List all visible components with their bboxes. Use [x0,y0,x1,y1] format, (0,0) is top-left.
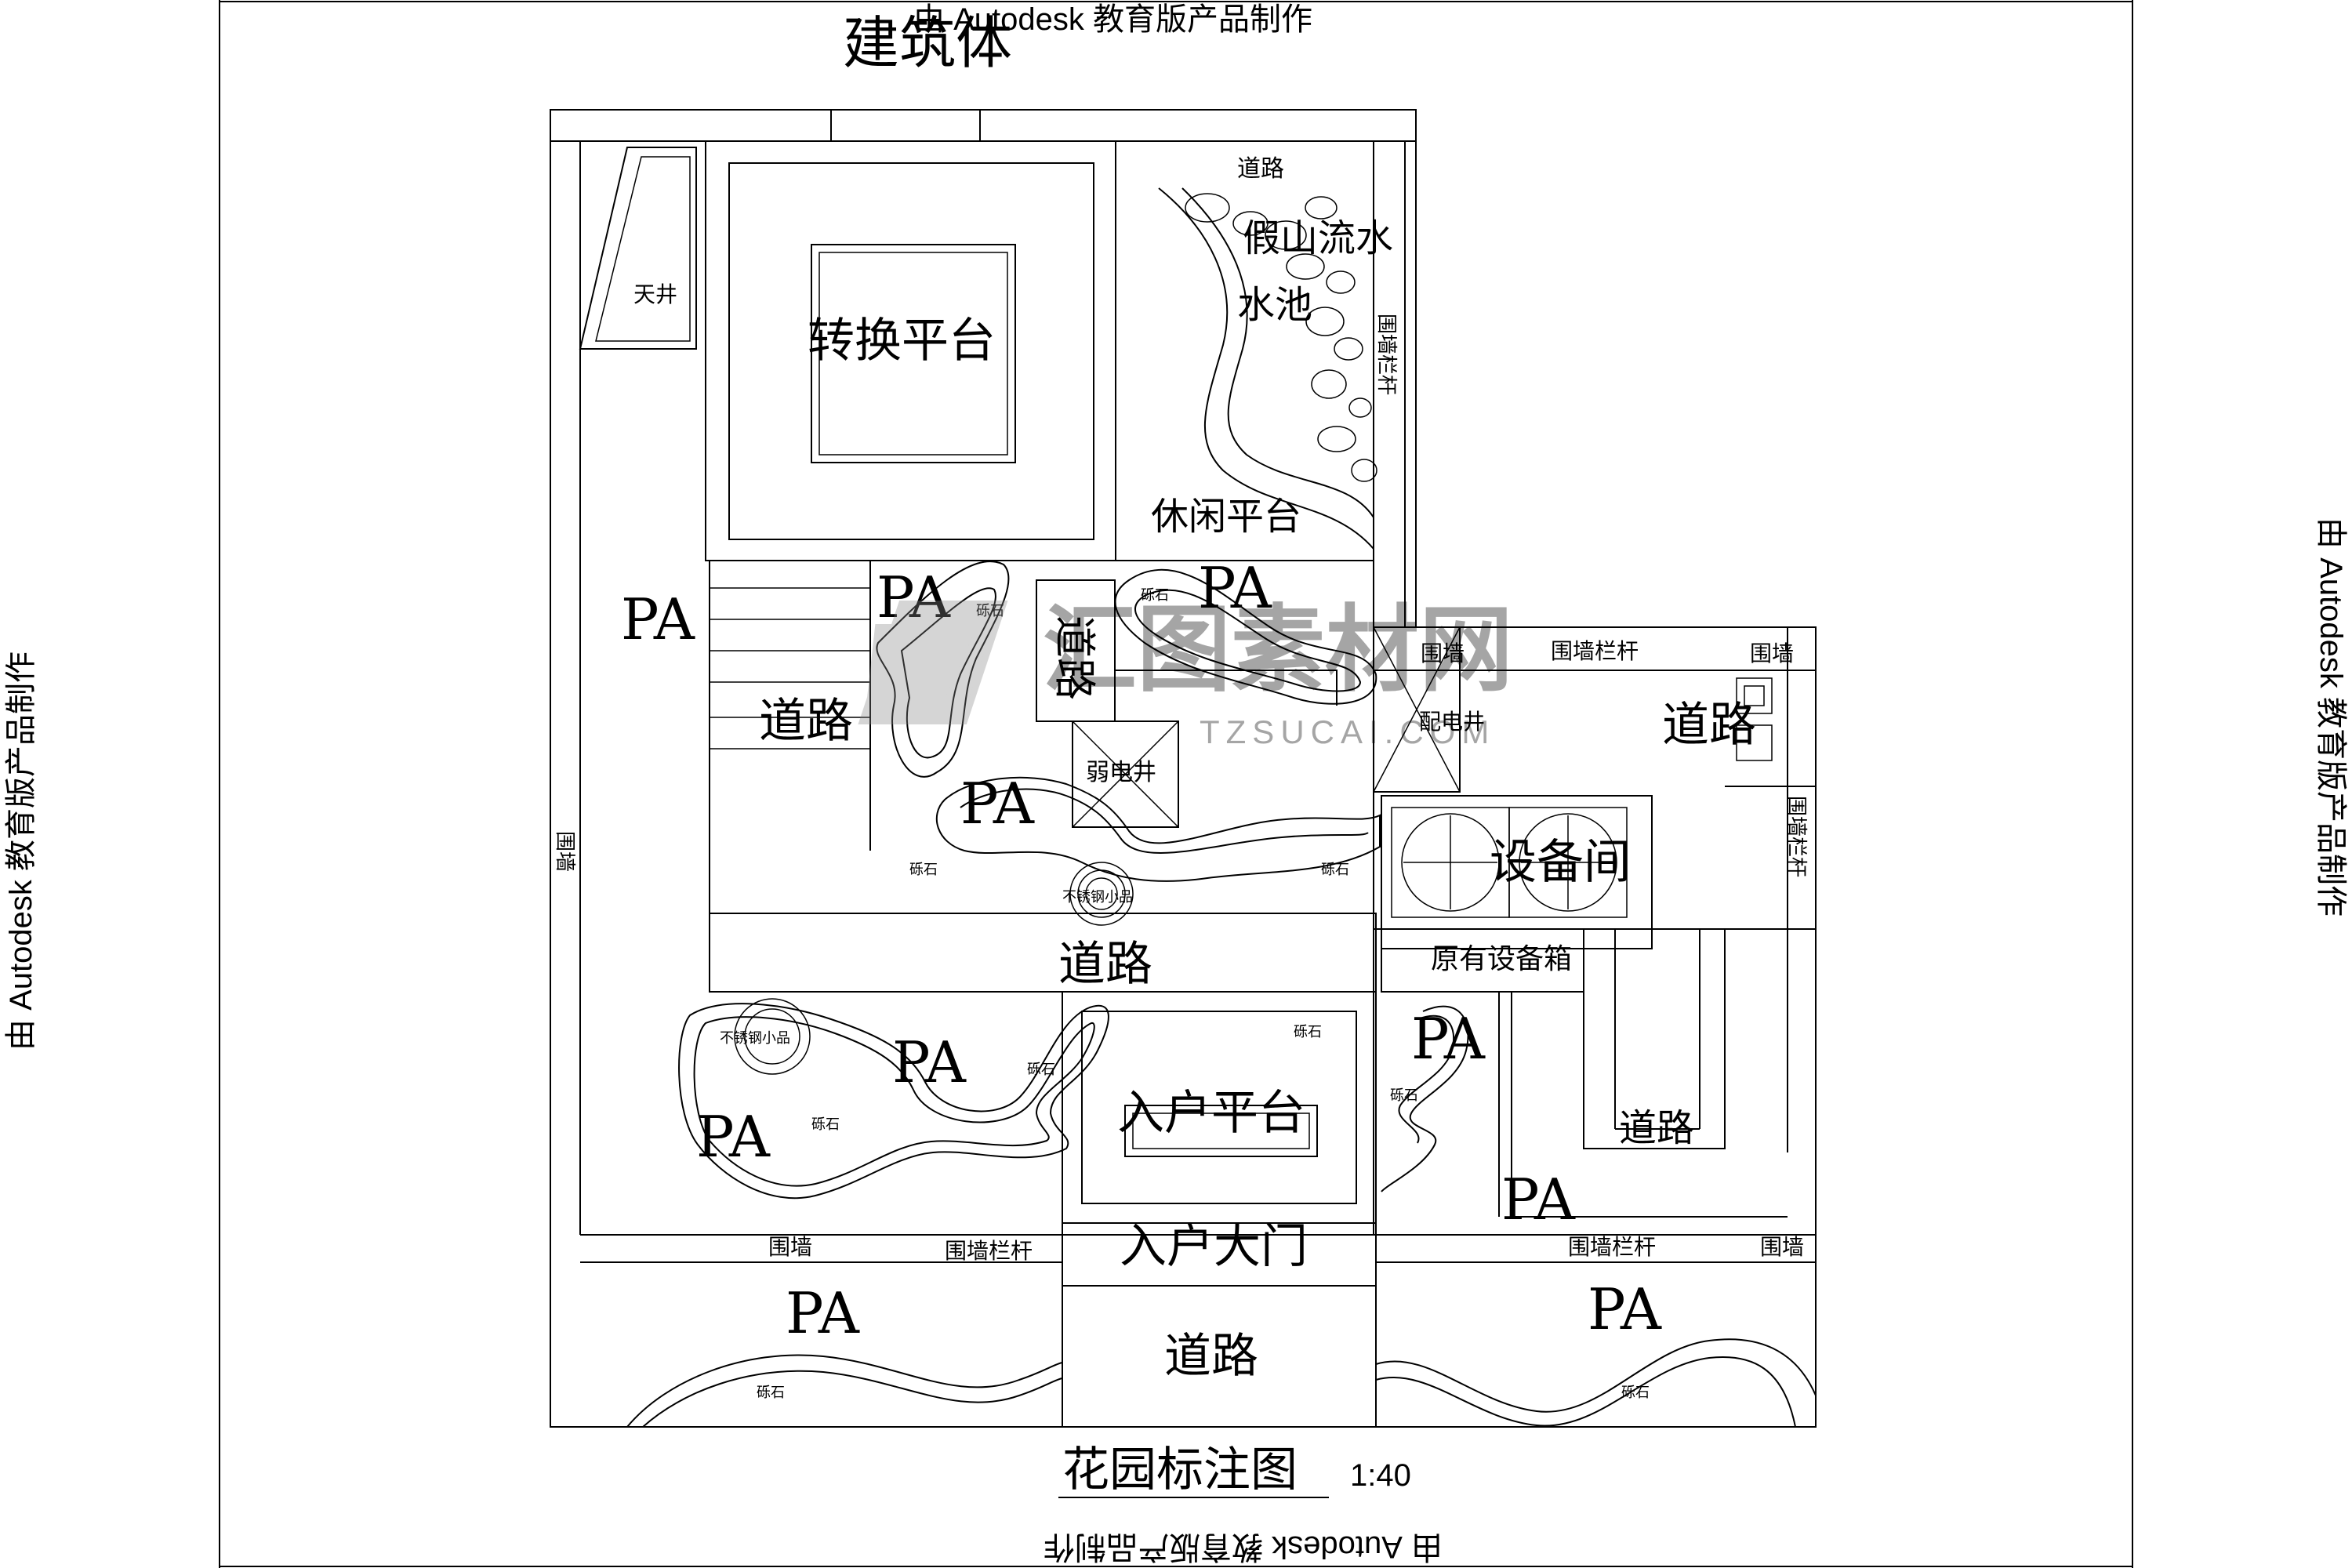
sheet-frame [219,0,2133,1568]
road-right-label: 道路 [1662,698,1756,753]
gravel-label: 砾石 [976,603,1004,619]
pa-center-label: PA [960,771,1035,837]
wall-left-label: 围墙 [553,831,576,872]
fence-rail-right-top-label: 围墙栏杆 [1551,638,1639,664]
pa-center-top-label: PA [877,564,951,630]
fence-rail-bottom-left-label: 围墙栏杆 [945,1238,1033,1264]
right-upper-zone [1373,626,1816,1235]
drawing-title-text: 花园标注图 [1062,1443,1298,1497]
watermark-left: 由 Autodesk 教育版产品制作 [4,652,38,1051]
wall-right-top-2-label: 围墙 [1750,641,1794,666]
bottom-planters [626,1338,1817,1428]
middle-road [709,913,1816,993]
wall-bottom-left-label: 围墙 [768,1234,812,1260]
entry-platform-label: 入户平台 [1117,1086,1305,1141]
rock-cluster [1185,193,1377,482]
watermark-top: 由 Autodesk 教育版产品制作 [913,2,1312,37]
pa-bottom-right-label: PA [1588,1276,1662,1342]
rockery-area [1115,141,1377,561]
site-logo-watermark: 汇图素材网 TZSUCAI.COM [858,597,1513,750]
central-planters [876,561,1381,926]
gravel-label: 砾石 [757,1385,785,1401]
road-top-label: 道路 [1237,155,1284,183]
pa-lower-2-label: PA [696,1104,771,1170]
skylight-label: 天井 [633,281,677,307]
road-lower-right-label: 道路 [1619,1106,1694,1150]
fence-rail-vertical-label: 围墙栏杆 [1374,314,1398,395]
road-bottom-label: 道路 [1164,1329,1258,1384]
watermark-bottom: 由 Autodesk 教育版产品制作 [1044,1530,1443,1564]
bottom-walls [580,1223,1816,1427]
gravel-label: 砾石 [909,862,938,878]
equipment-room-label: 设备间 [1490,835,1631,890]
center-road [1036,579,1338,828]
fence-rail-right-vertical-label: 围墙栏杆 [1784,796,1808,877]
steel-sculpture-label: 不锈钢小品 [1062,889,1133,906]
gravel-label: 砾石 [1294,1024,1322,1040]
gravel-label: 砾石 [1390,1087,1418,1104]
existing-box-label: 原有设备箱 [1431,943,1572,975]
building-label: 建筑体 [843,10,1012,76]
site-url-text: TZSUCAI.COM [1200,713,1495,750]
transfer-platform-label: 转换平台 [808,314,996,368]
wall-bottom-right-label: 围墙 [1760,1234,1804,1260]
site-logo-text: 汇图素材网 [1043,597,1513,702]
gravel-label: 砾石 [811,1116,840,1133]
pa-lower-right-2-label: PA [1501,1167,1576,1232]
lower-right-zone [1381,929,1788,1218]
skylight [579,147,697,350]
road-center-vertical-label: 道路 [1050,615,1099,700]
pond-label: 水池 [1237,283,1312,327]
wall-right-top-label: 围墙 [1421,641,1465,666]
gravel-label: 砾石 [1621,1385,1650,1401]
gravel-label: 砾石 [1027,1062,1055,1078]
pa-lower-right-label: PA [1411,1006,1486,1072]
gravel-label: 砾石 [1321,862,1349,878]
entry-gate-label: 入户大门 [1120,1219,1308,1274]
watermark-right: 由 Autodesk 教育版产品制作 [2314,517,2348,916]
road-left-label: 道路 [759,694,853,749]
drawing-scale: 1:40 [1350,1458,1411,1493]
leisure-platform-label: 休闲平台 [1151,495,1301,539]
gravel-label: 砾石 [1141,587,1169,604]
pa-left-label: PA [621,586,695,652]
pa-lower-1-label: PA [892,1029,967,1095]
steel-sculpture-label: 不锈钢小品 [720,1030,790,1047]
power-shaft-label: 配电井 [1419,709,1485,735]
entry-platform [1062,991,1377,1224]
weak-shaft-label: 弱电井 [1086,759,1156,786]
drawing-title: 花园标注图 1:40 [1058,1443,1411,1498]
lower-left-planters [678,998,1109,1200]
fence-rail-bottom-right-label: 围墙栏杆 [1568,1234,1656,1260]
pa-bottom-left-label: PA [786,1280,860,1346]
rockery-stream-label: 假山流水 [1243,216,1393,260]
road-middle-label: 道路 [1058,937,1152,992]
pa-center-right-label: PA [1198,555,1272,621]
